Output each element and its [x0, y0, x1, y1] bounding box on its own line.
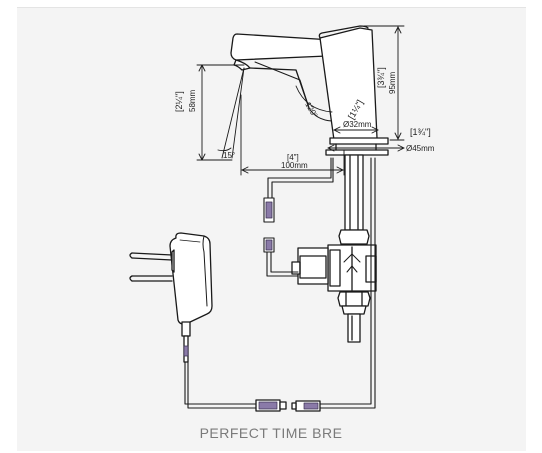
cable-connectors [255, 399, 321, 412]
base-dia-in-label: [1¾"] [410, 127, 431, 137]
outlet-fitting [337, 291, 371, 343]
faucet-body [318, 25, 389, 156]
long-cables [319, 157, 376, 409]
reach-in-label: [4"] [287, 153, 299, 162]
faucet-spout [230, 33, 337, 122]
valve-cable [263, 237, 299, 277]
height-total-mm-label: 95mm [388, 71, 397, 94]
supply-pipe [338, 154, 370, 245]
adapter-cable [184, 361, 257, 409]
power-adapter [129, 232, 213, 363]
body-dia-mm-label: Ø32mm [343, 120, 372, 129]
dimension-lines [196, 25, 405, 176]
diagram-panel [17, 7, 526, 451]
sensor-cable [263, 157, 334, 223]
base-dia-mm-label: Ø45mm [406, 144, 435, 153]
height-total-in-label: [3¾"] [376, 67, 386, 88]
height-spout-in-label: [2¼"] [174, 91, 184, 112]
reach-mm-label: 100mm [281, 161, 308, 170]
product-caption: PERFECT TIME BRE [199, 425, 343, 441]
solenoid-valve [291, 244, 377, 292]
height-spout-mm-label: 58mm [188, 89, 197, 112]
angle-spout-label: 15° [223, 151, 235, 160]
